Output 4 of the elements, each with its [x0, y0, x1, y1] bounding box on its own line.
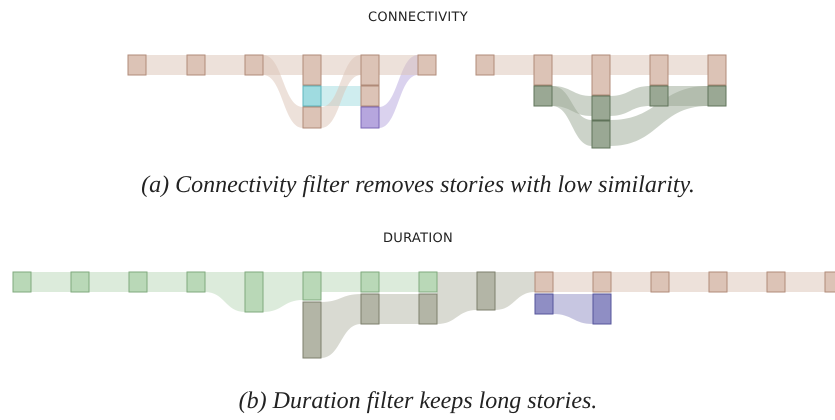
figure-caption: (b) Duration filter keeps long stories.	[238, 388, 598, 415]
panel-heading: CONNECTIVITY	[368, 10, 468, 25]
panel-heading: DURATION	[382, 231, 454, 246]
figure-caption: (a) Connectivity filter removes stories with low similarity.	[141, 172, 695, 199]
